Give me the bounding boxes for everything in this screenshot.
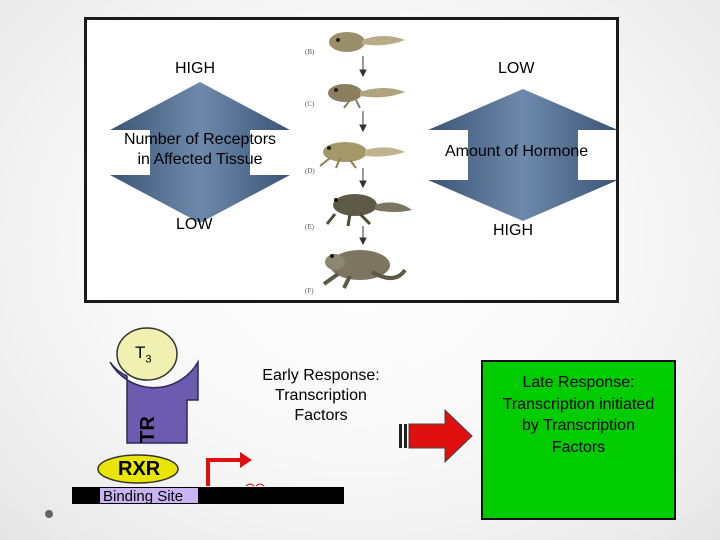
froglet-stage-e-image	[325, 194, 412, 227]
t3-label-main: T	[135, 343, 146, 362]
stage-label-e: (E)	[305, 223, 314, 231]
receptors-label-line-2: in Affected Tissue	[137, 151, 263, 168]
early-response-line-2: Transcription	[275, 387, 367, 404]
late-response-line-3: by Transcription	[522, 417, 635, 434]
slide-bullet	[45, 510, 53, 518]
receptors-label-line-1: Number of Receptors	[123, 131, 277, 148]
tr-receptor-shape	[109, 359, 199, 444]
early-response-text: Early Response: Transcription Factors	[246, 366, 396, 426]
rxr-shape	[97, 454, 179, 484]
froglet-stage-d-image	[319, 142, 405, 169]
late-response-line-2: Transcription initiated	[502, 395, 655, 413]
early-response-line-1: Early Response:	[262, 367, 380, 384]
late-response-line-1: Late Response:	[522, 374, 635, 391]
late-response-box: Late Response: Transcription initiated b…	[481, 360, 676, 520]
rxr-label: RXR	[118, 458, 161, 480]
stage-progression-arrows	[359, 56, 367, 246]
tadpole-stage-c-image	[328, 84, 405, 109]
receptors-label: Number of Receptors in Affected Tissue	[95, 130, 305, 170]
early-to-late-arrow	[399, 408, 473, 464]
receptors-low-label: LOW	[176, 216, 213, 233]
stage-label-d: (D)	[305, 167, 315, 175]
stage-label-b: (B)	[305, 48, 315, 56]
early-response-line-3: Factors	[294, 407, 348, 424]
receptors-high-label: HIGH	[175, 60, 215, 77]
tr-label: TR	[136, 416, 159, 443]
stage-label-f: (F)	[305, 287, 314, 295]
tadpole-stage-b-image	[329, 32, 405, 52]
hormone-high-label: HIGH	[493, 222, 533, 239]
hormone-label: Amount of Hormone	[445, 143, 589, 160]
binding-site-label: Binding Site	[103, 488, 184, 505]
late-response-text: Late Response: Transcription initiated b…	[483, 372, 674, 458]
stage-label-c: (C)	[305, 100, 315, 108]
hormone-low-label: LOW	[498, 60, 535, 77]
t3-label-subscript: 3	[145, 353, 152, 366]
frog-stage-f-image	[322, 250, 407, 289]
t3-hormone-shape	[116, 327, 178, 381]
receptors-double-arrow	[110, 82, 290, 223]
hormone-double-arrow	[428, 89, 618, 221]
t3-label: T3	[135, 343, 152, 365]
transcription-start-arrow	[206, 458, 245, 486]
late-response-line-4: Factors	[551, 438, 606, 456]
binding-site-box	[100, 488, 198, 503]
